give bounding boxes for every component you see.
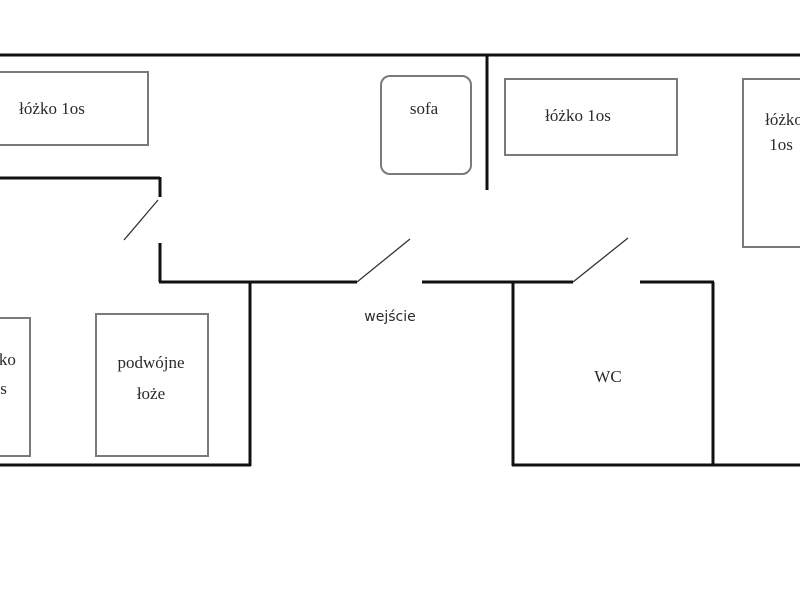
bed-top-middle-label: łóżko 1os [545, 106, 611, 125]
sofa-label: sofa [410, 99, 439, 118]
bed-top-left [0, 71, 149, 146]
bed-bottom-left [0, 317, 31, 457]
double-bed-label-2: łoże [137, 384, 165, 403]
bed-top-left-label: łóżko 1os [19, 99, 85, 118]
doors [123, 199, 629, 283]
door-bedroom[interactable] [123, 199, 159, 241]
entrance-label: wejście [364, 309, 415, 325]
sofa [380, 75, 472, 175]
bed-bottom-left-label-1: łóżko [0, 350, 16, 369]
door-wc[interactable] [572, 237, 629, 283]
bed-top-right-label-1: łóżko [765, 110, 800, 129]
bed-top-middle [504, 78, 678, 156]
bed-top-right-label-2: 1os [769, 135, 793, 154]
walls [0, 53, 800, 467]
furniture [0, 71, 800, 457]
wc-label: WC [594, 367, 621, 386]
labels: łóżko 1os sofa łóżko 1os łóżko 1os łóżko… [0, 99, 800, 403]
door-entrance[interactable] [356, 238, 411, 283]
bed-bottom-left-label-2: 1os [0, 379, 7, 398]
double-bed [95, 313, 209, 457]
double-bed-label-1: podwójne [117, 353, 184, 372]
bed-top-right [742, 78, 800, 248]
